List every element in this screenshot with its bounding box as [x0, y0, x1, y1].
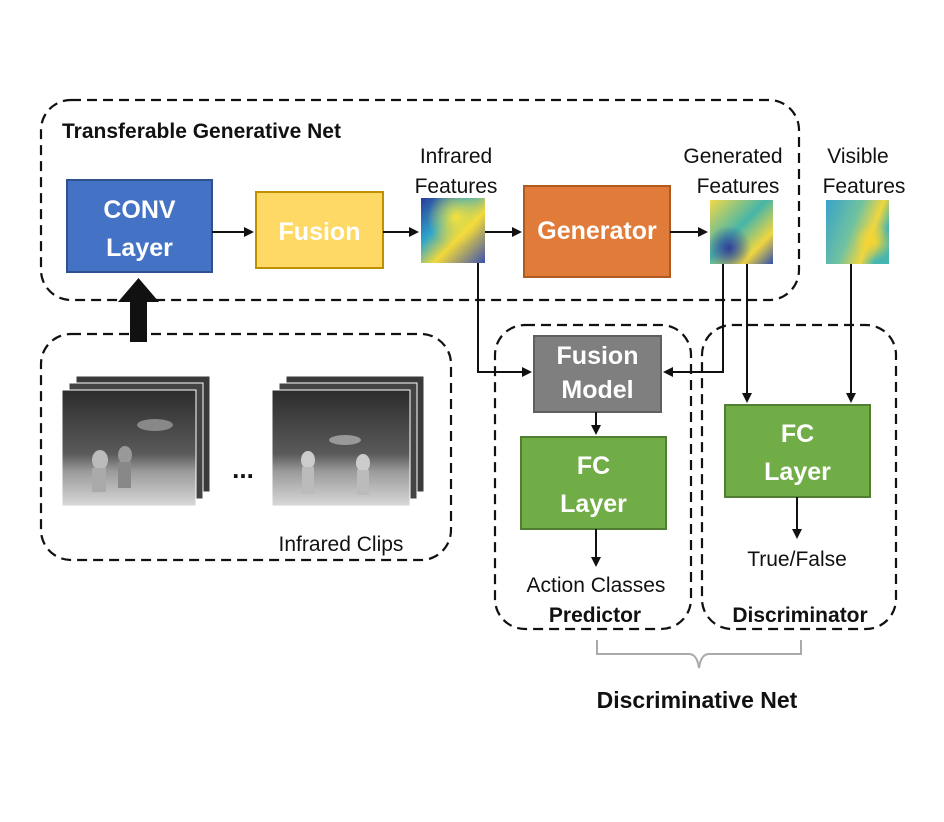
generated-features-label-2: Features	[697, 175, 780, 198]
conv-layer-label-2: Layer	[106, 234, 173, 262]
discriminator-fc-layer-box: FC Layer	[724, 404, 871, 498]
infrared-clips-label: Infrared Clips	[279, 533, 404, 556]
infrared-feature-map	[421, 198, 485, 263]
action-classes-label: Action Classes	[527, 574, 666, 597]
discriminative-net-bracket	[596, 640, 802, 669]
clips-ellipsis: ...	[232, 454, 254, 484]
infrared-features-label-2: Features	[415, 175, 498, 198]
fusion-box: Fusion	[255, 191, 384, 269]
infrared-clips-container	[39, 332, 453, 562]
discriminator-fc-label-1: FC	[781, 420, 814, 448]
clips-to-conv-arrow	[118, 278, 159, 342]
generator-box: Generator	[523, 185, 671, 278]
arrow-infrared-to-fusion-model	[477, 263, 532, 377]
predictor-fc-label-2: Layer	[560, 490, 627, 518]
predictor-container	[493, 323, 693, 631]
discriminator-fc-label-2: Layer	[764, 458, 831, 486]
fusion-model-label-2: Model	[561, 376, 633, 404]
generated-features-label-1: Generated	[683, 145, 782, 168]
discriminator-title: Discriminator	[732, 604, 867, 627]
visible-features-label-2: Features	[823, 175, 906, 198]
generative-net-container	[39, 98, 801, 302]
fusion-model-box: Fusion Model	[533, 335, 662, 413]
conv-layer-box: CONV Layer	[66, 179, 213, 273]
true-false-label: True/False	[747, 548, 847, 571]
fusion-model-label-1: Fusion	[557, 342, 639, 370]
discriminator-container	[700, 323, 898, 631]
clip-stack-left	[61, 375, 211, 507]
generated-feature-map	[710, 200, 773, 264]
generator-label: Generator	[537, 217, 657, 245]
conv-layer-label-1: CONV	[103, 196, 176, 224]
predictor-fc-layer-box: FC Layer	[520, 436, 667, 530]
clip-stack-right	[271, 375, 425, 507]
predictor-title: Predictor	[549, 604, 641, 627]
arrow-generated-to-fusion-model	[663, 264, 724, 377]
infrared-features-label-1: Infrared	[420, 145, 492, 168]
visible-feature-map	[826, 200, 889, 264]
predictor-fc-label-1: FC	[577, 452, 610, 480]
generative-net-title: Transferable Generative Net	[62, 120, 341, 143]
discriminative-net-title: Discriminative Net	[597, 687, 798, 713]
visible-features-label-1: Visible	[827, 145, 888, 168]
fusion-label: Fusion	[279, 218, 361, 246]
